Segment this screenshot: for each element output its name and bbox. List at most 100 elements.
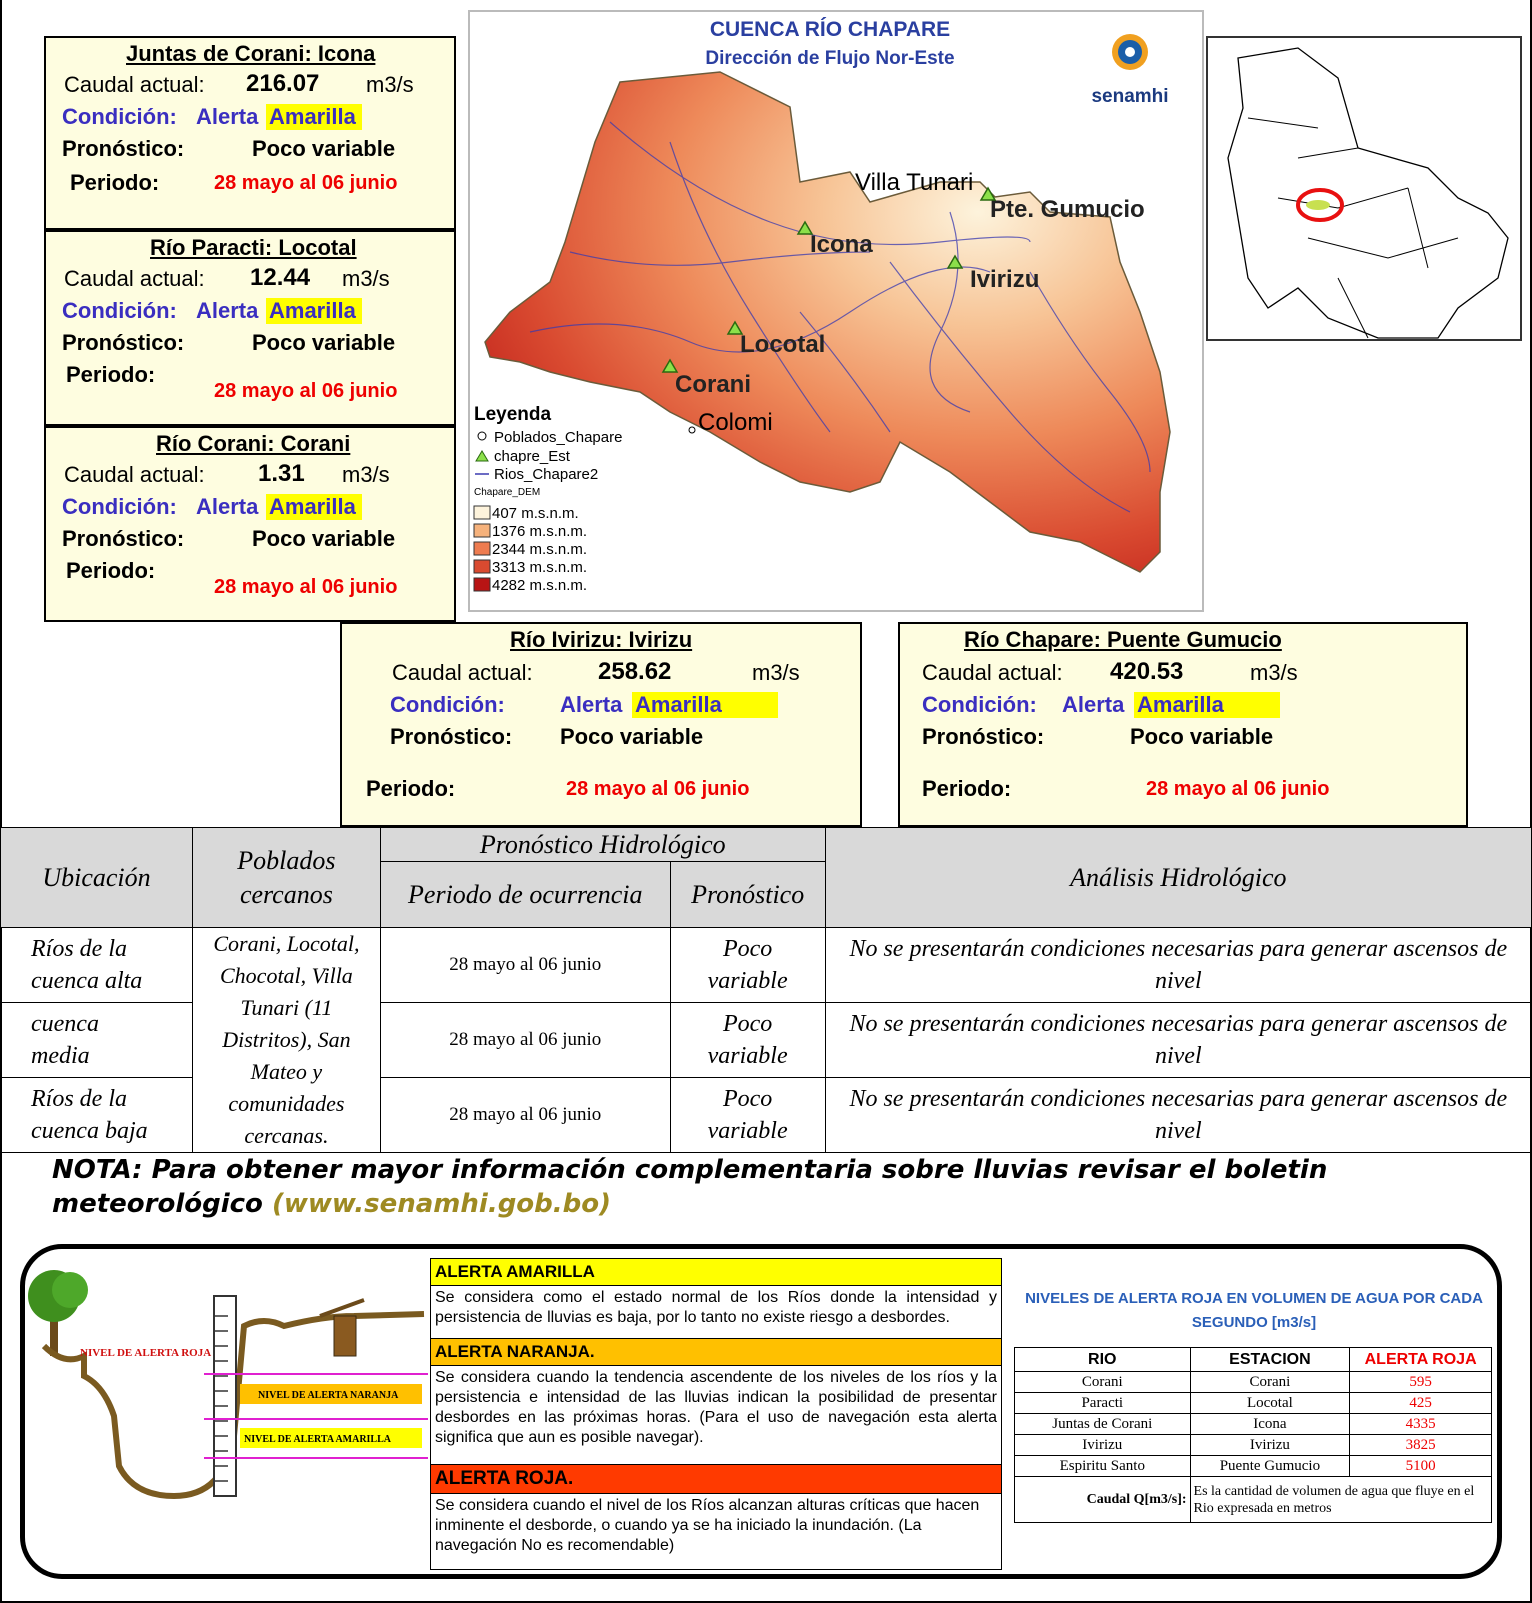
cell-valor: 595 — [1349, 1371, 1492, 1393]
cell-ubicacion: Ríos de la cuenca alta — [0, 927, 193, 1003]
alert-naranja-text: Se considera cuando la tendencia ascende… — [430, 1366, 1002, 1464]
station-title: Río Ivirizu: Ivirizu — [510, 627, 693, 652]
condicion-label: Condición: — [62, 104, 177, 129]
caudal-unit: m3/s — [1250, 660, 1298, 685]
header-alerta-roja: ALERTA ROJA — [1349, 1347, 1492, 1372]
station-markers — [661, 186, 997, 373]
alert-roja-title: ALERTA ROJA. — [430, 1464, 1002, 1494]
bolivia-minimap — [1206, 36, 1522, 341]
place-ivirizu: Ivirizu — [970, 266, 1039, 293]
place-corani: Corani — [675, 371, 751, 398]
legend-dem-label: Chapare_DEM — [474, 487, 540, 498]
condicion-label: Condición: — [922, 692, 1037, 717]
place-colomi: Colomi — [698, 409, 773, 436]
caudal-value: 216.07 — [246, 70, 320, 97]
pronostico-label: Pronóstico: — [62, 136, 185, 161]
table-row: cuenca media 28 mayo al 06 junio Poco va… — [0, 1002, 1532, 1078]
caudal-value: 1.31 — [258, 460, 305, 487]
dem-swatch — [473, 505, 491, 520]
header-rio: RIO — [1014, 1347, 1191, 1372]
condicion-level: Amarilla — [266, 298, 362, 324]
cell-rio: Corani — [1014, 1371, 1191, 1393]
alert-amarilla-text: Se considera como el estado normal de lo… — [430, 1286, 1002, 1338]
condicion-label: Condición: — [62, 298, 177, 323]
cell-rio: Juntas de Corani — [1014, 1413, 1191, 1435]
legend-item-stations: chapre_Est — [494, 448, 571, 465]
periodo-value: 28 mayo al 06 junio — [566, 778, 750, 800]
caudal-value: 420.53 — [1110, 658, 1184, 685]
legend-item-poblados: Poblados_Chapare — [494, 429, 622, 446]
legend-item-rivers: Rios_Chapare2 — [494, 466, 598, 483]
basin-map-graphic: CUENCA RÍO CHAPARE Dirección de Flujo No… — [470, 18, 1171, 610]
condicion-label: Condición: — [390, 692, 505, 717]
station-box-gumucio: Río Chapare: Puente Gumucio Caudal actua… — [898, 622, 1468, 827]
nivel-roja-label: NIVEL DE ALERTA ROJA — [80, 1347, 211, 1359]
colomi-marker — [688, 426, 696, 434]
nota-url[interactable]: (www.senamhi.gob.bo) — [271, 1189, 612, 1219]
periodo-value: 28 mayo al 06 junio — [1146, 778, 1330, 800]
caudal-label: Caudal actual: — [392, 660, 533, 685]
header-ubicacion: Ubicación — [0, 827, 193, 928]
map-legend: Leyenda Poblados_Chapare chapre_Est Rios… — [470, 397, 640, 610]
table-row-caudal: Caudal Q[m3/s]: Es la cantidad de volume… — [1014, 1476, 1493, 1523]
place-pte-gumucio: Pte. Gumucio — [990, 196, 1145, 223]
header-estacion: ESTACION — [1189, 1347, 1351, 1372]
caudal-unit: m3/s — [342, 462, 390, 487]
cell-periodo: 28 mayo al 06 junio — [379, 1002, 671, 1078]
cell-ubicacion: Ríos de la cuenca baja — [0, 1077, 193, 1153]
pronostico-value: Poco variable — [252, 330, 396, 355]
condicion-level: Amarilla — [632, 692, 778, 718]
station-box-corani: Río Corani: Corani Caudal actual: 1.31 m… — [44, 426, 456, 622]
pronostico-value: Poco variable — [560, 724, 704, 749]
table-row: Corani Corani 595 — [1014, 1371, 1492, 1393]
cell-pronostico: Poco variable — [669, 927, 826, 1003]
cell-analisis: No se presentarán condiciones necesarias… — [824, 1077, 1532, 1153]
river-level-diagram: NIVEL DE ALERTA ROJA NIVEL DE ALERTA NAR… — [28, 1270, 428, 1500]
dem-swatch — [473, 577, 491, 592]
station-box-icona: Juntas de Corani: Icona Caudal actual: 2… — [44, 36, 456, 230]
niveles-title: NIVELES DE ALERTA ROJA EN VOLUMEN DE AGU… — [1025, 1290, 1483, 1331]
place-locotal: Locotal — [740, 331, 825, 358]
caudal-unit: m3/s — [366, 72, 414, 97]
condicion-word: Alerta — [560, 692, 623, 717]
cell-analisis: No se presentarán condiciones necesarias… — [824, 1002, 1532, 1078]
hydrological-forecast-table: Ubicación Poblados cercanos Pronóstico H… — [0, 827, 1532, 1153]
periodo-value: 28 mayo al 06 junio — [214, 576, 398, 598]
header-pronostico: Pronóstico — [669, 861, 826, 928]
periodo-label: Periodo: — [66, 362, 156, 387]
cell-periodo: 28 mayo al 06 junio — [379, 1077, 671, 1153]
alert-roja-text: Se considera cuando el nivel de los Ríos… — [430, 1494, 1002, 1570]
cell-ubicacion: cuenca media — [0, 1002, 193, 1078]
map-subtitle: Dirección de Flujo Nor-Este — [705, 48, 954, 69]
caudal-label: Caudal actual: — [64, 266, 205, 291]
cell-estacion: Puente Gumucio — [1189, 1455, 1351, 1477]
dem-swatch — [473, 541, 491, 556]
cell-pronostico: Poco variable — [669, 1002, 826, 1078]
basin-shape — [484, 71, 1171, 573]
caudal-unit: m3/s — [342, 266, 390, 291]
nota-text: NOTA: Para obtener mayor información com… — [52, 1153, 1472, 1221]
periodo-label: Periodo: — [70, 170, 160, 195]
cell-rio: Paracti — [1014, 1392, 1191, 1414]
caudal-label: Caudal actual: — [64, 462, 205, 487]
dem-swatch — [473, 523, 491, 538]
cell-valor: 5100 — [1349, 1455, 1492, 1477]
caudal-value: 12.44 — [250, 264, 311, 291]
dem-level-label: 2344 m.s.n.m. — [492, 541, 587, 558]
table-row: Juntas de Corani Icona 4335 — [1014, 1413, 1492, 1435]
caudal-label: Caudal Q[m3/s]: — [1014, 1476, 1191, 1523]
tree-icon — [28, 1270, 88, 1356]
header-pronostico-hidrologico: Pronóstico Hidrológico — [379, 827, 826, 862]
table-row: Ivirizu Ivirizu 3825 — [1014, 1434, 1492, 1456]
pronostico-label: Pronóstico: — [390, 724, 513, 749]
caudal-desc: Es la cantidad de volumen de agua que fl… — [1189, 1476, 1493, 1523]
periodo-value: 28 mayo al 06 junio — [214, 380, 398, 402]
station-box-locotal: Río Paracti: Locotal Caudal actual: 12.4… — [44, 230, 456, 426]
periodo-label: Periodo: — [366, 776, 456, 801]
alert-definitions: ALERTA AMARILLA Se considera como el est… — [430, 1258, 1002, 1570]
caudal-value: 258.62 — [598, 658, 672, 685]
dem-swatch — [473, 559, 491, 574]
cell-rio: Espiritu Santo — [1014, 1455, 1191, 1477]
condicion-word: Alerta — [196, 104, 259, 129]
